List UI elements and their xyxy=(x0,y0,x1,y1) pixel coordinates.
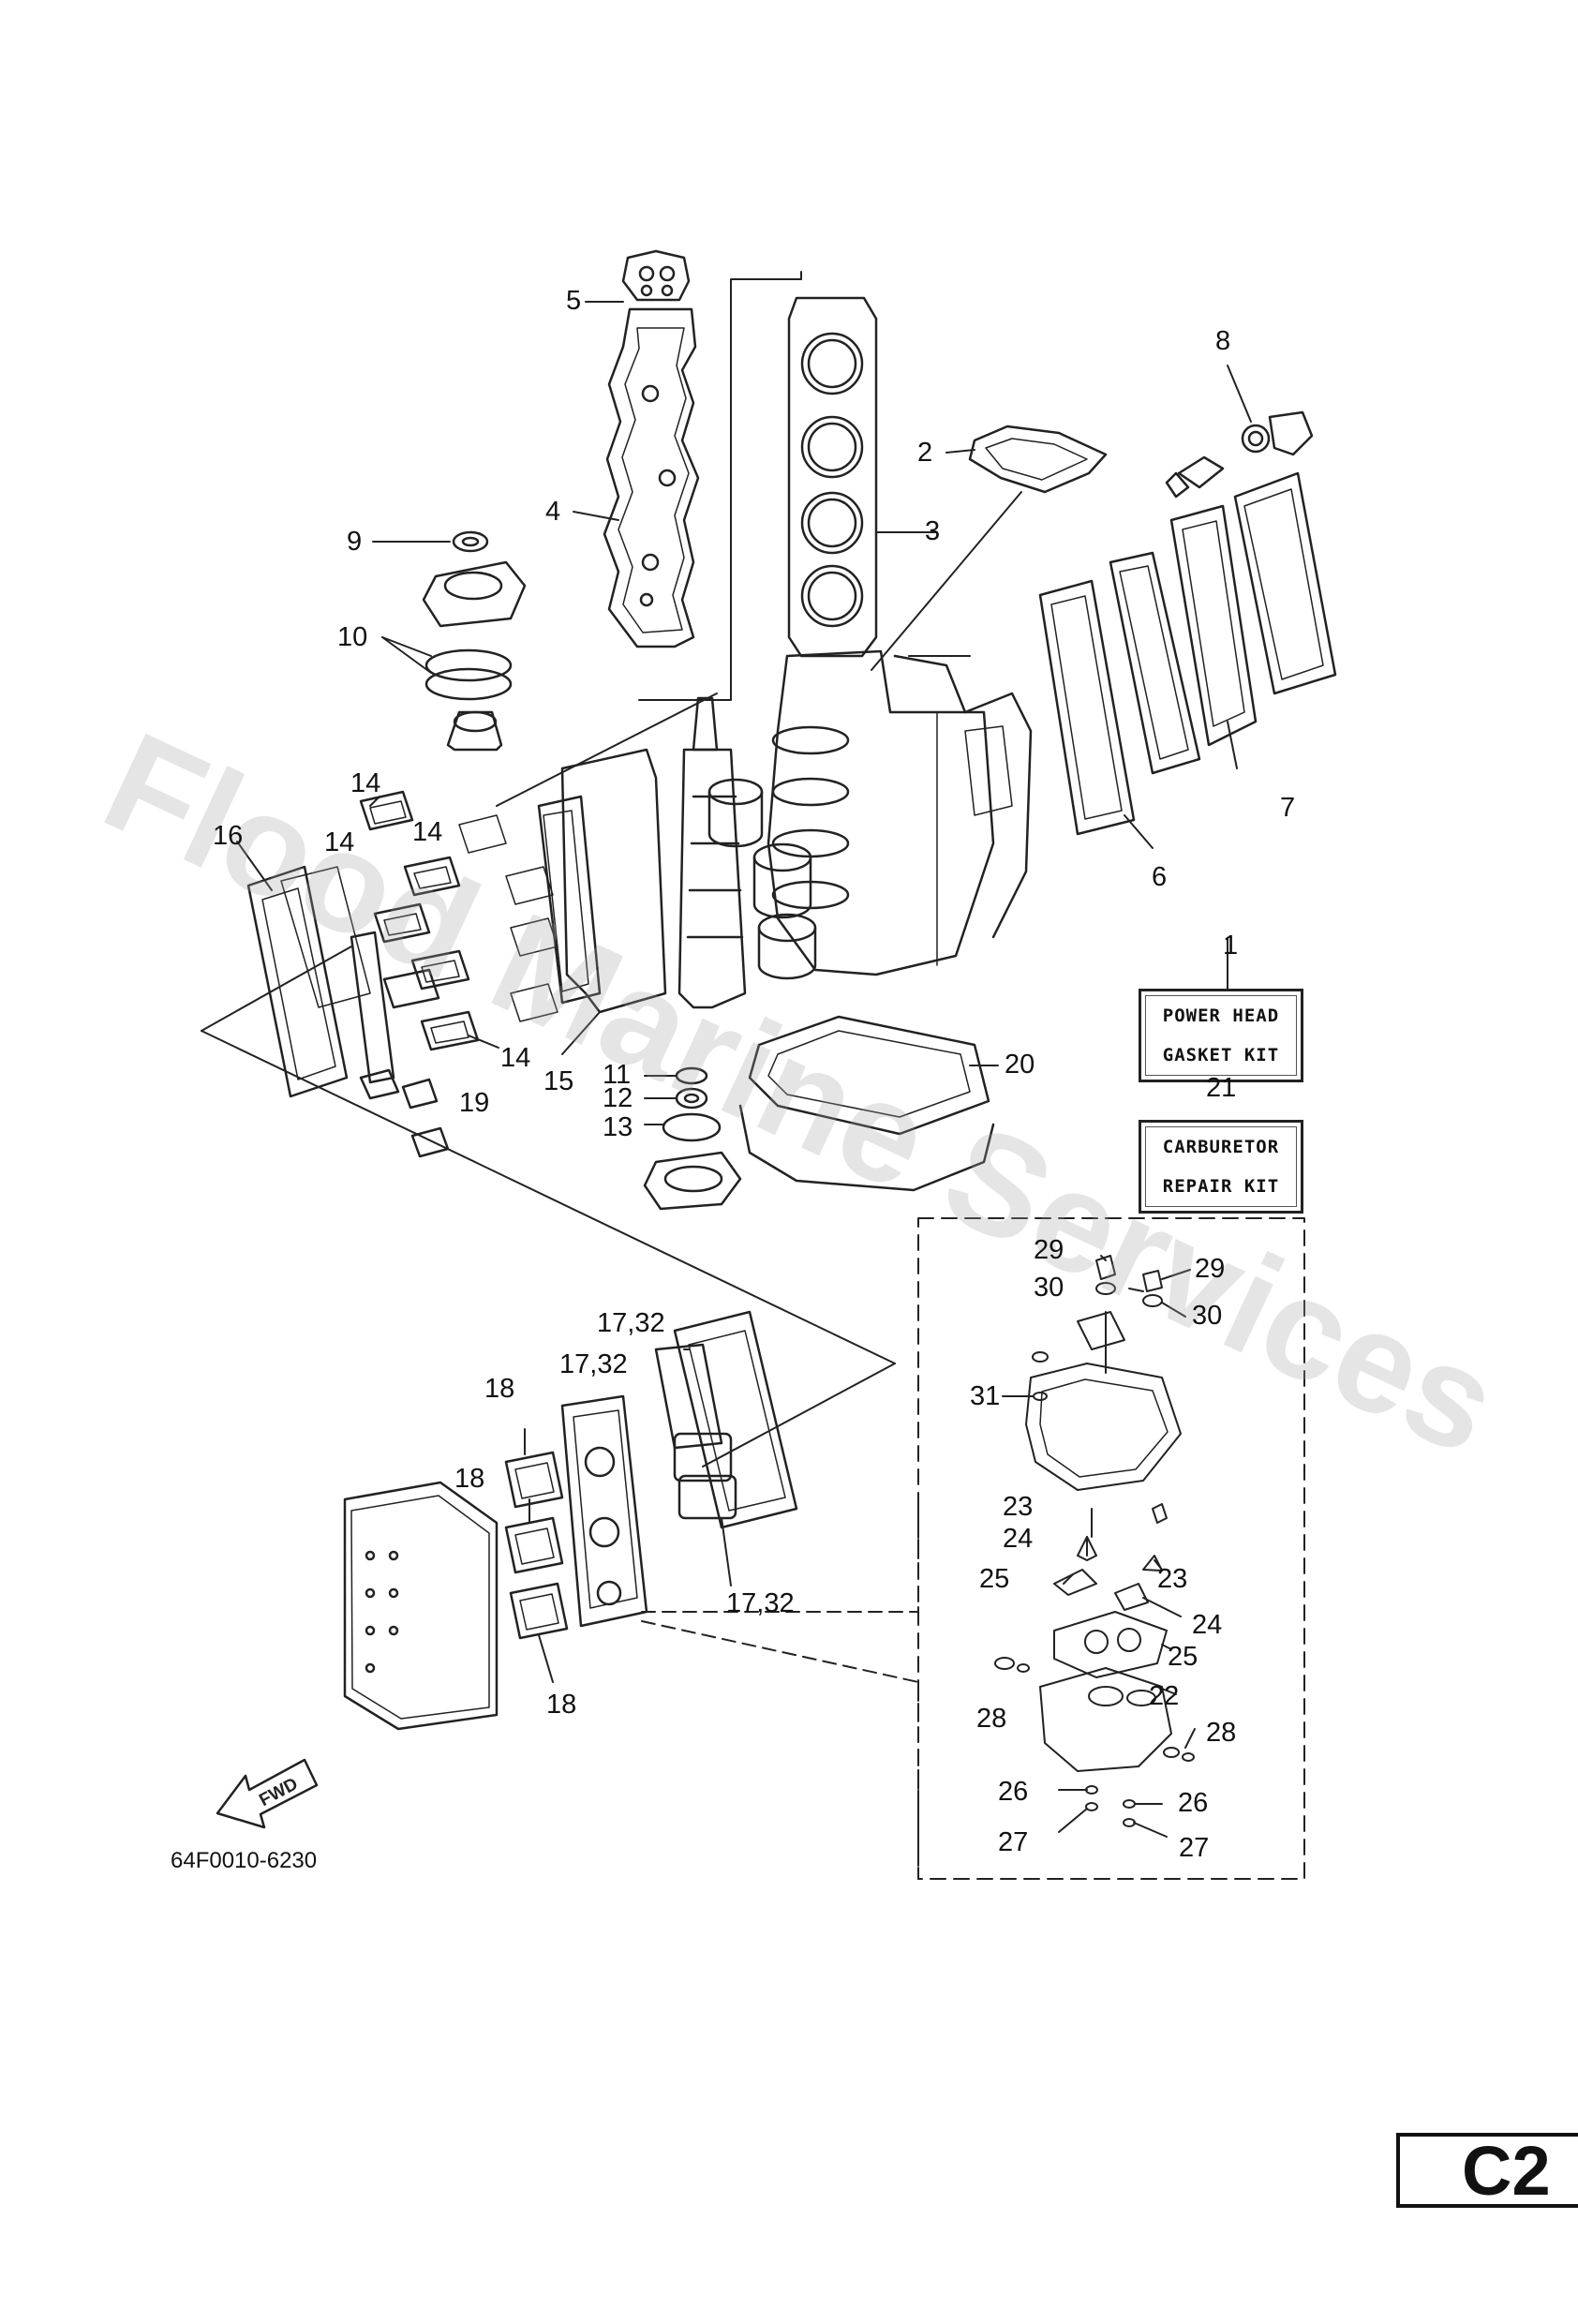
callout-25a: 25 xyxy=(979,1564,1010,1594)
crankcase-half xyxy=(537,748,667,1014)
part-3-cylinder-head-gasket xyxy=(787,296,878,658)
callout-29b: 29 xyxy=(1195,1254,1226,1284)
callout-26a: 26 xyxy=(998,1777,1029,1807)
callout-11: 11 xyxy=(603,1060,632,1090)
part-20-base-gasket xyxy=(738,1015,995,1192)
callout-3: 3 xyxy=(925,516,941,546)
callout-27b: 27 xyxy=(1179,1833,1210,1863)
part-17-32-carburetor-gaskets xyxy=(654,1310,798,1529)
callout-18a: 18 xyxy=(484,1374,515,1404)
callout-8: 8 xyxy=(1215,326,1231,356)
carburetor-group-box xyxy=(917,1217,1305,1880)
callout-14b: 14 xyxy=(412,817,443,847)
callout-28a: 28 xyxy=(976,1704,1007,1734)
page-section-tag: C2 xyxy=(1396,2133,1578,2208)
part-16-intake-gasket xyxy=(246,865,371,1098)
callout-13: 13 xyxy=(603,1112,633,1142)
callout-18b: 18 xyxy=(454,1464,485,1494)
part-14-reed-valves xyxy=(359,790,558,1051)
carburetor-repair-kit-box: CARBURETOR REPAIR KIT xyxy=(1139,1120,1303,1214)
callout-18c: 18 xyxy=(546,1690,577,1720)
part-2-cover-gasket xyxy=(968,425,1108,494)
callout-leaders xyxy=(236,301,1252,1838)
part-19-gaskets xyxy=(350,931,450,1158)
callout-26b: 26 xyxy=(1178,1788,1209,1818)
part-18-carburetor-gaskets xyxy=(504,1451,569,1640)
callout-29a: 29 xyxy=(1034,1235,1064,1265)
callout-9: 9 xyxy=(347,527,363,557)
callout-23a: 23 xyxy=(1003,1492,1034,1522)
callout-14a: 14 xyxy=(350,768,381,798)
callout-15: 15 xyxy=(543,1066,574,1096)
kit-21-line-1: CARBURETOR xyxy=(1162,1137,1280,1157)
callout-28b: 28 xyxy=(1206,1718,1237,1748)
fwd-arrow-icon: FWD xyxy=(216,1758,319,1829)
part-5-gasket xyxy=(621,249,691,302)
callout-30a: 30 xyxy=(1034,1273,1064,1303)
callout-14d: 14 xyxy=(500,1043,531,1073)
callout-30b: 30 xyxy=(1192,1301,1223,1331)
callout-4: 4 xyxy=(545,497,561,527)
callout-20: 20 xyxy=(1005,1050,1035,1080)
carburetor-bodies xyxy=(560,1394,648,1628)
callout-6: 6 xyxy=(1152,862,1168,892)
callout-24b: 24 xyxy=(1192,1610,1223,1640)
callout-19: 19 xyxy=(459,1088,490,1118)
callout-17-32c: 17,32 xyxy=(726,1588,795,1618)
part-8-thermostat-gasket xyxy=(1165,410,1314,499)
callout-1: 1 xyxy=(1223,931,1239,961)
part-10-o-ring xyxy=(424,648,513,752)
kit-1-line-1: POWER HEAD xyxy=(1162,1006,1280,1026)
callout-27a: 27 xyxy=(998,1827,1029,1857)
callout-21: 21 xyxy=(1206,1073,1237,1103)
callout-31: 31 xyxy=(970,1381,1001,1411)
kit-21-line-2: REPAIR KIT xyxy=(1162,1176,1280,1197)
callout-25b: 25 xyxy=(1168,1642,1198,1672)
part-13-o-ring xyxy=(643,1112,742,1211)
part-11-oil-seal xyxy=(675,1066,708,1085)
carburetor-kit-parts xyxy=(994,1255,1195,1827)
callout-10: 10 xyxy=(337,622,368,652)
power-head-block xyxy=(707,649,1033,980)
callout-17-32a: 17,32 xyxy=(597,1308,665,1338)
callout-17-32b: 17,32 xyxy=(559,1349,628,1379)
drawing-code: 64F0010-6230 xyxy=(171,1848,318,1873)
callout-16: 16 xyxy=(213,821,244,851)
callout-2: 2 xyxy=(917,438,933,468)
part-9-oil-seal xyxy=(422,530,527,628)
silencer-cover xyxy=(343,1481,499,1731)
part-6-exhaust-cover-gasket xyxy=(1038,551,1201,836)
part-7-exhaust-gasket xyxy=(1169,471,1337,747)
callout-24a: 24 xyxy=(1003,1524,1034,1554)
part-12-bearing xyxy=(675,1087,708,1110)
power-head-gasket-kit-box: POWER HEAD GASKET KIT xyxy=(1139,989,1303,1082)
callout-12: 12 xyxy=(603,1083,633,1113)
callout-23b: 23 xyxy=(1157,1564,1188,1594)
part-4-head-cover-gasket xyxy=(603,307,700,648)
callout-5: 5 xyxy=(566,286,582,316)
kit-1-line-2: GASKET KIT xyxy=(1162,1045,1280,1065)
callout-7: 7 xyxy=(1280,793,1296,823)
callout-14c: 14 xyxy=(324,827,355,857)
callout-22: 22 xyxy=(1149,1681,1180,1711)
crankshaft xyxy=(677,696,747,1009)
